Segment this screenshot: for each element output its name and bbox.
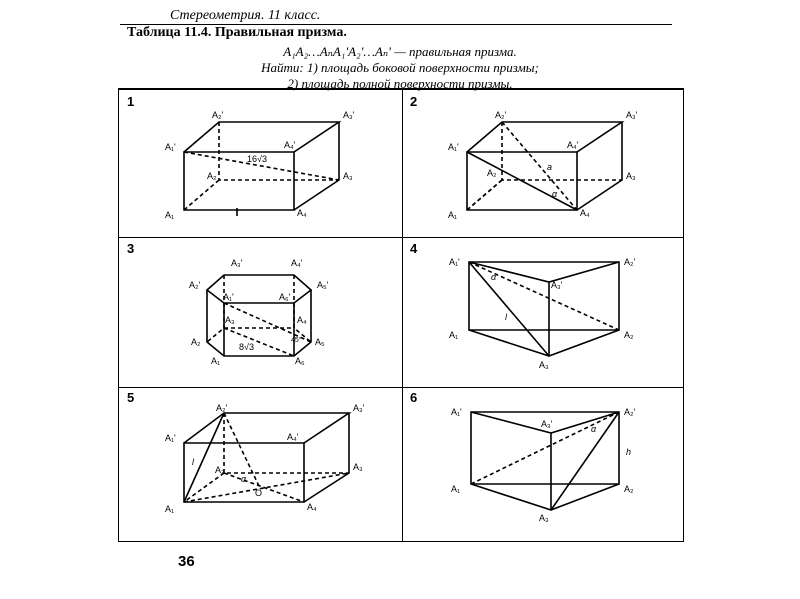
label-2-a1p: A₁': [448, 142, 459, 152]
column-divider: [402, 90, 403, 541]
label-2-a1: A₁: [448, 210, 457, 220]
label-3-angle: 45°: [291, 336, 302, 344]
label-4-a2p: A₂': [624, 257, 635, 267]
figures-svg: A₁' A₂' A₃' A₄' A₁ A₂ A₃ A₄ 16√3 A₁' A₂'…: [165, 110, 638, 523]
label-6-a2: A₂: [624, 484, 634, 494]
label-5-a2: A₂: [215, 465, 225, 475]
label-6-a1p: A₁': [451, 407, 462, 417]
label-2-a3p: A₃': [626, 110, 638, 120]
cell-number-4: 4: [410, 241, 418, 256]
table-title: Таблица 11.4. Правильная призма.: [127, 25, 347, 40]
label-5-a3: A₃: [353, 462, 363, 472]
label-3-a1p: A₁': [223, 292, 234, 302]
label-3-value: 8√3: [239, 342, 254, 352]
label-2-a4p: A₄': [567, 140, 579, 150]
label-2-a2p: A₂': [495, 110, 506, 120]
label-6-a2p: A₂': [624, 407, 635, 417]
problem-rule: [118, 88, 684, 89]
figure-6-triprism: [470, 411, 620, 511]
label-2-a3: A₃: [626, 171, 636, 181]
figure-3-hexprism: [205, 274, 313, 357]
label-4-l: l: [505, 312, 508, 322]
label-3-a4p: A₄': [291, 258, 303, 268]
label-5-o: O: [255, 488, 262, 498]
cell-number-1: 1: [127, 94, 135, 109]
cell-number-2: 2: [410, 94, 418, 109]
label-4-a1p: A₁': [449, 257, 460, 267]
figure-1-prism: [183, 121, 342, 216]
label-2-a: a: [547, 162, 552, 172]
figure-5-prism: [183, 412, 352, 503]
label-4-a1: A₁: [449, 330, 458, 340]
problem-find-1: Найти: 1) площадь боковой поверхности пр…: [261, 60, 539, 75]
header-rule: [120, 24, 672, 25]
label-6-alpha: α: [591, 424, 597, 434]
label-5-a3p: A₃': [353, 403, 365, 413]
label-3-a5p: A₅': [317, 280, 329, 290]
label-3-a2: A₂: [191, 337, 201, 347]
label-3-a1: A₁: [211, 356, 220, 366]
label-4-a3p: A₃': [551, 280, 563, 290]
row-divider-2: [119, 387, 683, 388]
label-6-a3: A₃: [539, 513, 549, 523]
label-3-a3: A₃: [225, 315, 235, 325]
label-1-a4: A₄: [297, 208, 307, 218]
label-6-a1: A₁: [451, 484, 460, 494]
label-2-alpha: α: [552, 189, 558, 199]
figure-2-prism: [466, 121, 625, 211]
label-4-a3: A₃: [539, 360, 549, 370]
cell-number-6: 6: [410, 390, 418, 405]
label-3-a3p: A₃': [231, 258, 243, 268]
label-5-a4p: A₄': [287, 432, 299, 442]
label-3-a5: A₅: [315, 337, 325, 347]
label-1-a3p: A₃': [343, 110, 355, 120]
cell-number-5: 5: [127, 390, 135, 405]
label-1-a2p: A₂': [212, 110, 223, 120]
label-5-alpha: α: [241, 474, 247, 484]
label-2-a4: A₄: [580, 208, 590, 218]
label-1-a2: A₂: [207, 171, 217, 181]
label-1-a1p: A₁': [165, 142, 176, 152]
figure-4-triprism: [468, 261, 620, 357]
label-5-a1p: A₁': [165, 433, 176, 443]
label-1-a3: A₃: [343, 171, 353, 181]
label-2-a2: A₂: [487, 168, 497, 178]
label-5-l: l: [192, 457, 195, 467]
row-divider-1: [119, 237, 683, 238]
page-header: Стереометрия. 11 класс.: [170, 8, 321, 23]
label-5-a4: A₄: [307, 502, 317, 512]
label-1-a1: A₁: [165, 210, 174, 220]
cell-number-3: 3: [127, 241, 135, 256]
label-3-a2p: A₂': [189, 280, 200, 290]
page-number: 36: [178, 553, 195, 570]
label-6-h: h: [626, 447, 631, 457]
problem-find-2: 2) площадь полной поверхности призмы.: [287, 76, 513, 91]
label-1-a4p: A₄': [284, 140, 296, 150]
label-1-value: 16√3: [247, 154, 267, 164]
label-5-a2p: A₂': [216, 403, 227, 413]
label-3-a6: A₆: [295, 356, 305, 366]
label-3-a4: A₄: [297, 315, 307, 325]
figures-table: 1 2 3 4 5 6: [118, 89, 684, 542]
label-5-a1: A₁: [165, 504, 174, 514]
label-4-a2: A₂: [624, 330, 634, 340]
label-4-alpha: α: [491, 272, 497, 282]
label-3-a6p: A₆': [279, 292, 291, 302]
label-6-a3p: A₃': [541, 419, 553, 429]
problem-given: A₁A₂…AₙA₁'A₂'…Aₙ' — правильная призма.: [283, 44, 517, 59]
